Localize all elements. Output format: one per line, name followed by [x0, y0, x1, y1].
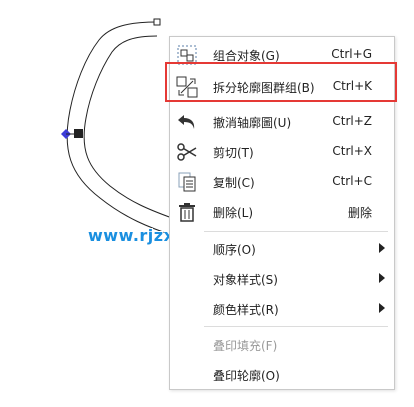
- menu-separator: [204, 231, 388, 232]
- menu-item-shortcut: Ctrl+X: [332, 144, 372, 158]
- menu-item-label: 叠印填充(F): [213, 339, 278, 353]
- menu-item-label: 复制(C): [213, 176, 255, 190]
- menu-item-object-styles[interactable]: 对象样式(S): [170, 263, 394, 293]
- menu-item-label: 顺序(O): [213, 243, 256, 257]
- menu-item-copy[interactable]: 复制(C) Ctrl+C: [170, 166, 394, 196]
- menu-item-delete[interactable]: 删除(L) 删除: [170, 196, 394, 226]
- menu-item-label: 对象样式(S): [213, 273, 278, 287]
- menu-item-label: 颜色样式(R): [213, 303, 279, 317]
- highlight-annotation-box: [165, 62, 397, 102]
- menu-item-shortcut: Ctrl+K: [332, 79, 372, 93]
- copy-icon: [176, 171, 198, 193]
- menu-item-label: 撤消轴廓圖(U): [213, 116, 292, 130]
- menu-item-color-styles[interactable]: 颜色样式(R): [170, 293, 394, 323]
- menu-item-label: 删除(L): [213, 206, 254, 220]
- menu-item-undo-contour[interactable]: 撤消轴廓圖(U) Ctrl+Z: [170, 106, 394, 136]
- menu-item-overprint-outline[interactable]: 叠印轮廓(O): [170, 359, 394, 389]
- menu-item-overprint-fill: 叠印填充(F): [170, 329, 394, 359]
- menu-item-shortcut: Ctrl+C: [332, 174, 372, 188]
- menu-item-shortcut: 删除: [347, 206, 372, 220]
- submenu-arrow-icon: [379, 243, 385, 253]
- submenu-arrow-icon: [379, 273, 385, 283]
- scissors-icon: [176, 141, 198, 163]
- break-contour-group-icon: [176, 76, 198, 98]
- top-selection-handle[interactable]: [153, 18, 161, 26]
- trash-icon: [176, 201, 198, 223]
- menu-item-shortcut: Ctrl+G: [331, 47, 372, 61]
- context-menu: 组合对象(G) Ctrl+G 拆分轮廓图群组(B) Ctrl+K 撤消轴廓圖(U…: [169, 36, 395, 390]
- menu-item-order[interactable]: 顺序(O): [170, 233, 394, 263]
- menu-item-break-contour-group[interactable]: 拆分轮廓图群组(B) Ctrl+K: [170, 71, 394, 101]
- menu-item-label: 组合对象(G): [213, 49, 280, 63]
- menu-separator: [204, 326, 388, 327]
- menu-item-label: 剪切(T): [213, 146, 254, 160]
- menu-item-group-objects[interactable]: 组合对象(G) Ctrl+G: [170, 39, 394, 69]
- menu-item-cut[interactable]: 剪切(T) Ctrl+X: [170, 136, 394, 166]
- menu-item-label: 叠印轮廓(O): [213, 369, 280, 383]
- group-objects-icon: [176, 44, 198, 66]
- undo-icon: [176, 111, 198, 133]
- submenu-arrow-icon: [379, 303, 385, 313]
- menu-item-label: 拆分轮廓图群组(B): [213, 81, 315, 95]
- menu-item-shortcut: Ctrl+Z: [332, 114, 372, 128]
